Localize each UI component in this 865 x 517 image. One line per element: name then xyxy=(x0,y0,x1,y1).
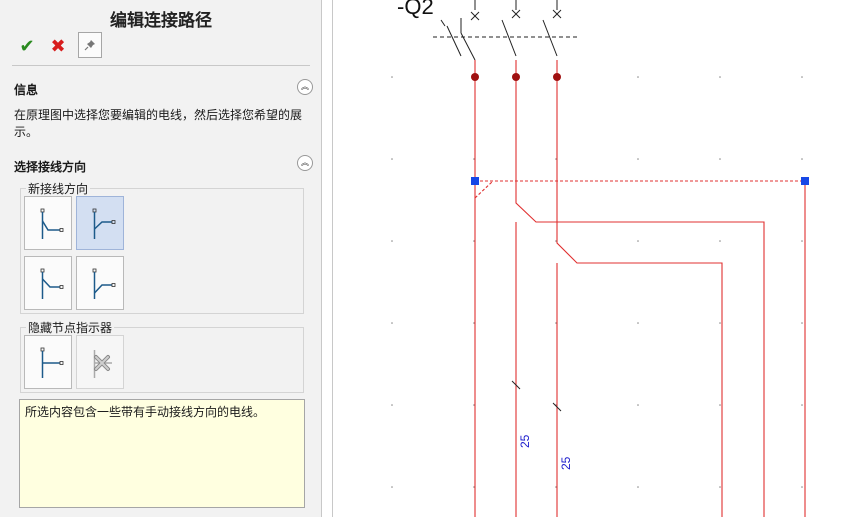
node-indicator-group-label: 隐藏节点指示器 xyxy=(26,319,115,336)
grid-dot xyxy=(555,158,557,160)
grid-dot xyxy=(637,486,639,488)
grid-dot xyxy=(391,76,393,78)
schematic-canvas[interactable]: -Q2 xyxy=(332,0,865,517)
wire-direction-right-down-icon xyxy=(40,268,64,299)
wire-paths xyxy=(474,60,806,517)
new-direction-group xyxy=(20,188,304,314)
grid-dot xyxy=(473,486,475,488)
grid-dot xyxy=(801,158,803,160)
grid-dot xyxy=(801,76,803,78)
hide-node-indicator-button[interactable] xyxy=(76,335,124,389)
show-node-indicator-button[interactable] xyxy=(24,335,72,389)
grid-dot xyxy=(719,322,721,324)
selection-handle-end[interactable] xyxy=(801,177,809,185)
panel-title: 编辑连接路径 xyxy=(110,11,212,31)
x-icon: ✖ xyxy=(50,35,66,57)
hide-node-indicator-icon xyxy=(93,350,112,378)
double-chevron-up-icon: ︽ xyxy=(301,158,309,167)
grid-dot xyxy=(391,404,393,406)
grid-dot xyxy=(391,158,393,160)
grid-dot xyxy=(637,158,639,160)
grid-dot xyxy=(473,158,475,160)
component-label: -Q2 xyxy=(397,0,434,19)
grid-dot xyxy=(473,404,475,406)
grid-dot xyxy=(473,240,475,242)
grid-dot xyxy=(637,240,639,242)
wire-label-2: 25 xyxy=(559,456,573,470)
property-manager-panel: 编辑连接路径 ✔ ✖ 信息 ︽ 在原理图中选择您要编辑的电线，然后选择您希望的展… xyxy=(0,0,322,517)
grid-dot xyxy=(801,322,803,324)
grid-dot xyxy=(555,486,557,488)
direction-section-header: 选择接线方向 xyxy=(14,160,87,174)
grid-dot xyxy=(637,76,639,78)
grid-dot xyxy=(391,322,393,324)
title-separator xyxy=(12,65,310,66)
grid-dot xyxy=(801,404,803,406)
wire-direction-diagonal-down-icon xyxy=(92,268,116,299)
grid-dot xyxy=(801,486,803,488)
cancel-button[interactable]: ✖ xyxy=(46,34,70,58)
wire-direction-diagonal-right-icon xyxy=(92,208,116,239)
node-indicator-group xyxy=(20,327,304,393)
direction-option-2[interactable] xyxy=(76,196,124,250)
check-icon: ✔ xyxy=(19,35,35,57)
grid-dot xyxy=(391,240,393,242)
grid-dot xyxy=(719,158,721,160)
pin-button[interactable] xyxy=(78,32,102,58)
grid-dot xyxy=(719,240,721,242)
junction-dots xyxy=(471,73,561,81)
info-text: 在原理图中选择您要编辑的电线，然后选择您希望的展示。 xyxy=(14,108,303,139)
status-message: 所选内容包含一些带有手动接线方向的电线。 xyxy=(19,399,305,508)
ok-button[interactable]: ✔ xyxy=(15,34,39,58)
grid-dot xyxy=(637,404,639,406)
grid-dot xyxy=(555,240,557,242)
grid-dots xyxy=(391,76,803,488)
info-collapse-button[interactable]: ︽ xyxy=(297,79,313,95)
wire-label-1: 25 xyxy=(518,434,532,448)
grid-dot xyxy=(719,404,721,406)
wire-direction-down-right-icon xyxy=(40,208,64,239)
grid-dot xyxy=(473,322,475,324)
pushpin-icon xyxy=(84,40,95,51)
grid-dot xyxy=(719,76,721,78)
breaker-symbol xyxy=(433,0,578,61)
info-section-header: 信息 xyxy=(14,83,39,97)
grid-dot xyxy=(391,486,393,488)
grid-dot xyxy=(719,486,721,488)
grid-dot xyxy=(637,322,639,324)
new-direction-group-label: 新接线方向 xyxy=(26,180,91,197)
show-node-indicator-icon xyxy=(40,347,64,378)
grid-dot xyxy=(555,322,557,324)
double-chevron-up-icon: ︽ xyxy=(301,82,309,91)
wire-ticks xyxy=(511,380,562,412)
selection-handle-start[interactable] xyxy=(471,177,479,185)
direction-option-1[interactable] xyxy=(24,196,72,250)
direction-collapse-button[interactable]: ︽ xyxy=(297,155,313,171)
direction-option-3[interactable] xyxy=(24,256,72,310)
direction-option-4[interactable] xyxy=(76,256,124,310)
grid-dot xyxy=(801,240,803,242)
